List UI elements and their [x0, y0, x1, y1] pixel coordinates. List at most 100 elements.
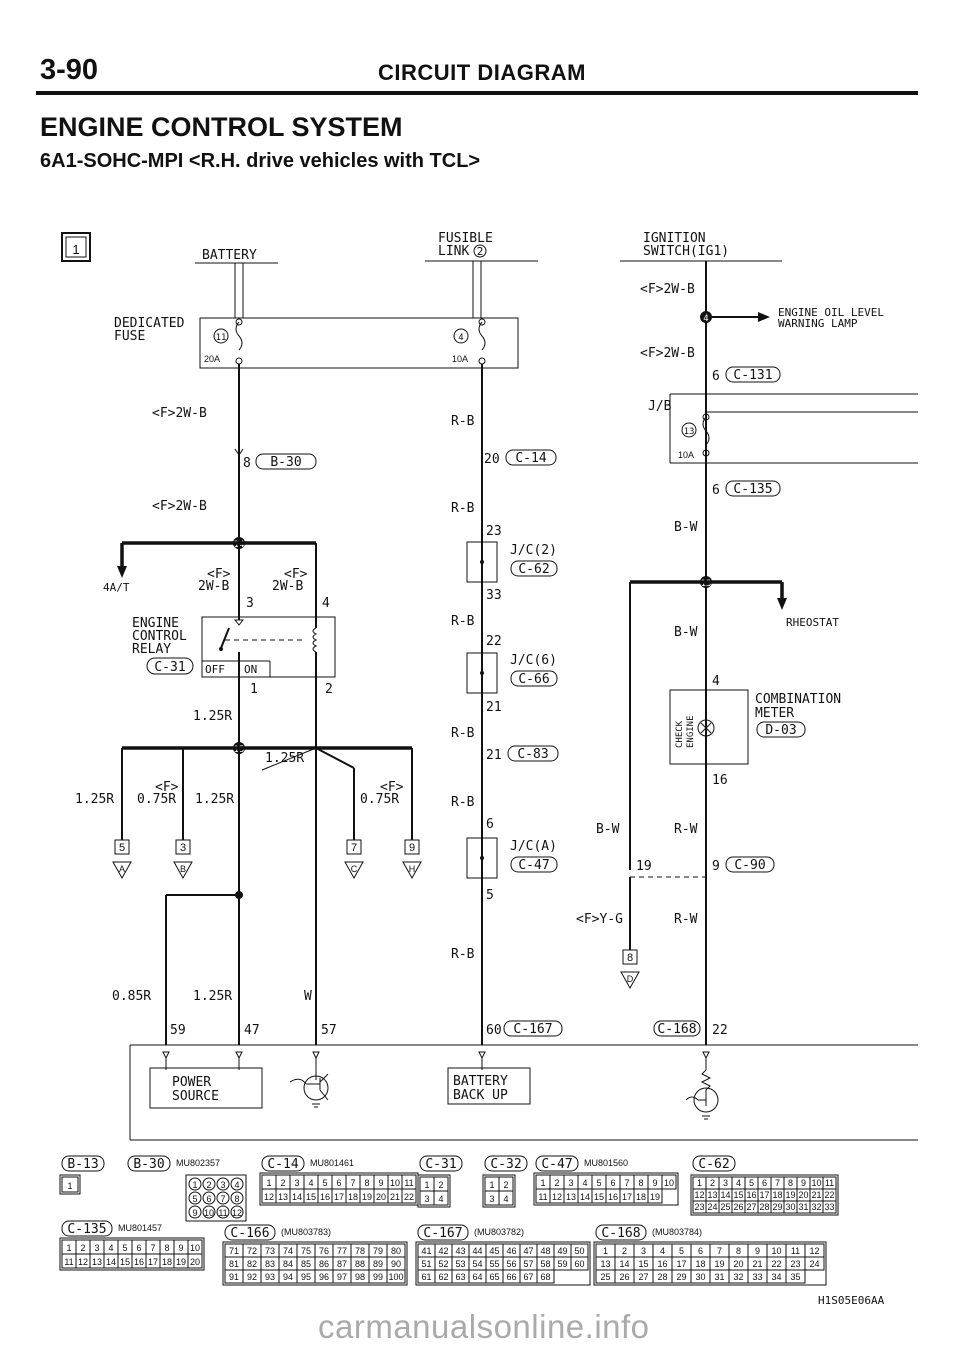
connector-pin: 10: [190, 1243, 200, 1253]
connector-pin: 81: [229, 1259, 239, 1269]
connector-c62: C-62: [518, 562, 549, 577]
connector-pin: 17: [334, 1192, 344, 1202]
connector-pin: 62: [438, 1272, 448, 1282]
connector-pin: 35: [790, 1272, 800, 1282]
connector-pin: 77: [337, 1246, 347, 1256]
connector-pin: 11: [825, 1178, 834, 1188]
connector-view-id: C-47: [541, 1157, 572, 1172]
sheet-number: 1: [72, 242, 79, 257]
connector-pin: 1: [540, 1178, 545, 1188]
svg-text:10A: 10A: [452, 354, 468, 364]
connector-view-part: (MU803784): [652, 1227, 702, 1237]
rheostat-label: RHEOSTAT: [786, 616, 839, 629]
check-engine-label-2: ENGINE: [686, 715, 696, 748]
connector-pin: 14: [720, 1190, 730, 1200]
connector-pin: 73: [265, 1246, 275, 1256]
off-page-connector-b: 3B: [173, 839, 193, 880]
connector-pin: 3: [424, 1194, 429, 1204]
connector-pin: 64: [472, 1272, 482, 1282]
connector-pin: 3: [723, 1178, 728, 1188]
connector-pin: 22: [771, 1259, 781, 1269]
connector-pin: 22: [824, 1190, 834, 1200]
connector-pin: 13: [92, 1257, 102, 1267]
off-page-connector-c: 7C: [344, 839, 364, 880]
title-rule: [36, 91, 918, 95]
connector-pin: 5: [749, 1178, 754, 1188]
connector-pin: 5: [322, 1178, 327, 1188]
connector-pin: 3: [568, 1178, 573, 1188]
connector-pin: 31: [798, 1202, 808, 1212]
jc2-block: [466, 541, 498, 583]
connector-pin: 33: [752, 1272, 762, 1282]
connector-pin: 95: [301, 1272, 311, 1282]
wire-label-rb-6: R-B: [451, 947, 475, 962]
connector-pin: 13: [707, 1190, 717, 1200]
connector-pin: 76: [319, 1246, 329, 1256]
connector-pin: 20: [190, 1257, 200, 1267]
connector-pin: 52: [438, 1259, 448, 1269]
connector-pin: 53: [455, 1259, 465, 1269]
connector-pin: 7: [150, 1243, 155, 1253]
at-label: 4A/T: [103, 581, 130, 594]
connector-pin: 14: [292, 1192, 302, 1202]
connector-pin: 10: [204, 1208, 214, 1218]
connector-pin: 28: [657, 1272, 667, 1282]
wire-label-125r-4: 1.25R: [195, 792, 234, 807]
connector-pin: 19: [785, 1190, 795, 1200]
connector-pin: 1: [266, 1178, 271, 1188]
connector-pin: 19: [176, 1257, 186, 1267]
connector-view-id: C-14: [267, 1157, 298, 1172]
connector-pin: 5: [596, 1178, 601, 1188]
connector-c90: C-90: [734, 858, 765, 873]
connector-pin: 26: [619, 1272, 629, 1282]
pin-3: 3: [246, 596, 254, 611]
connector-pin: 71: [229, 1246, 239, 1256]
fuse-11: 11 20A: [204, 318, 243, 365]
connector-pin: 41: [421, 1246, 431, 1256]
pin-5: 5: [486, 888, 494, 903]
connector-pin: 16: [134, 1257, 144, 1267]
arrow-rheostat: [777, 598, 787, 610]
connector-pin: 2: [206, 1180, 211, 1190]
connector-pin: 99: [373, 1272, 383, 1282]
connector-c131-tag: [725, 366, 781, 383]
connector-pin: 31: [714, 1272, 724, 1282]
connector-pin: 12: [694, 1190, 704, 1200]
connector-pin: 26: [733, 1202, 743, 1212]
connector-pin: 7: [624, 1178, 629, 1188]
connector-pin: 32: [811, 1202, 821, 1212]
connector-view-b-13: B-131: [59, 1155, 105, 1195]
wire-label-fyg: <F>Y-G: [576, 912, 623, 927]
connector-view-part: (MU803783): [281, 1227, 331, 1237]
connector-pin: 47: [523, 1246, 533, 1256]
pin-33: 33: [486, 588, 502, 603]
junction-4-dot: [700, 311, 712, 323]
wire-label-bw-2: B-W: [674, 625, 698, 640]
pin-19: 19: [636, 859, 652, 874]
connector-pin: 14: [106, 1257, 116, 1267]
connector-pin: 3: [220, 1180, 225, 1190]
connector-pin: 91: [229, 1272, 239, 1282]
battery-backup-label-1: BATTERY: [453, 1074, 508, 1089]
connector-pin: 24: [809, 1259, 819, 1269]
wire-label-f-right: <F>: [284, 567, 308, 582]
jb-label: J/B: [648, 399, 672, 414]
connector-pin: 6: [610, 1178, 615, 1188]
power-source-label-2: SOURCE: [172, 1089, 219, 1104]
connector-pin: 7: [717, 1246, 722, 1256]
off-page-connector-letter: H: [409, 864, 416, 874]
connector-pin: 9: [755, 1246, 760, 1256]
connector-pin: 55: [489, 1259, 499, 1269]
connector-pin: 97: [337, 1272, 347, 1282]
connector-arrow-b30: [234, 448, 244, 456]
connector-pin: 6: [136, 1243, 141, 1253]
connector-view-part: MU801461: [310, 1158, 354, 1168]
connector-pin: 3: [294, 1178, 299, 1188]
connector-pin: 63: [455, 1272, 465, 1282]
connector-c14-tag: [505, 449, 557, 466]
